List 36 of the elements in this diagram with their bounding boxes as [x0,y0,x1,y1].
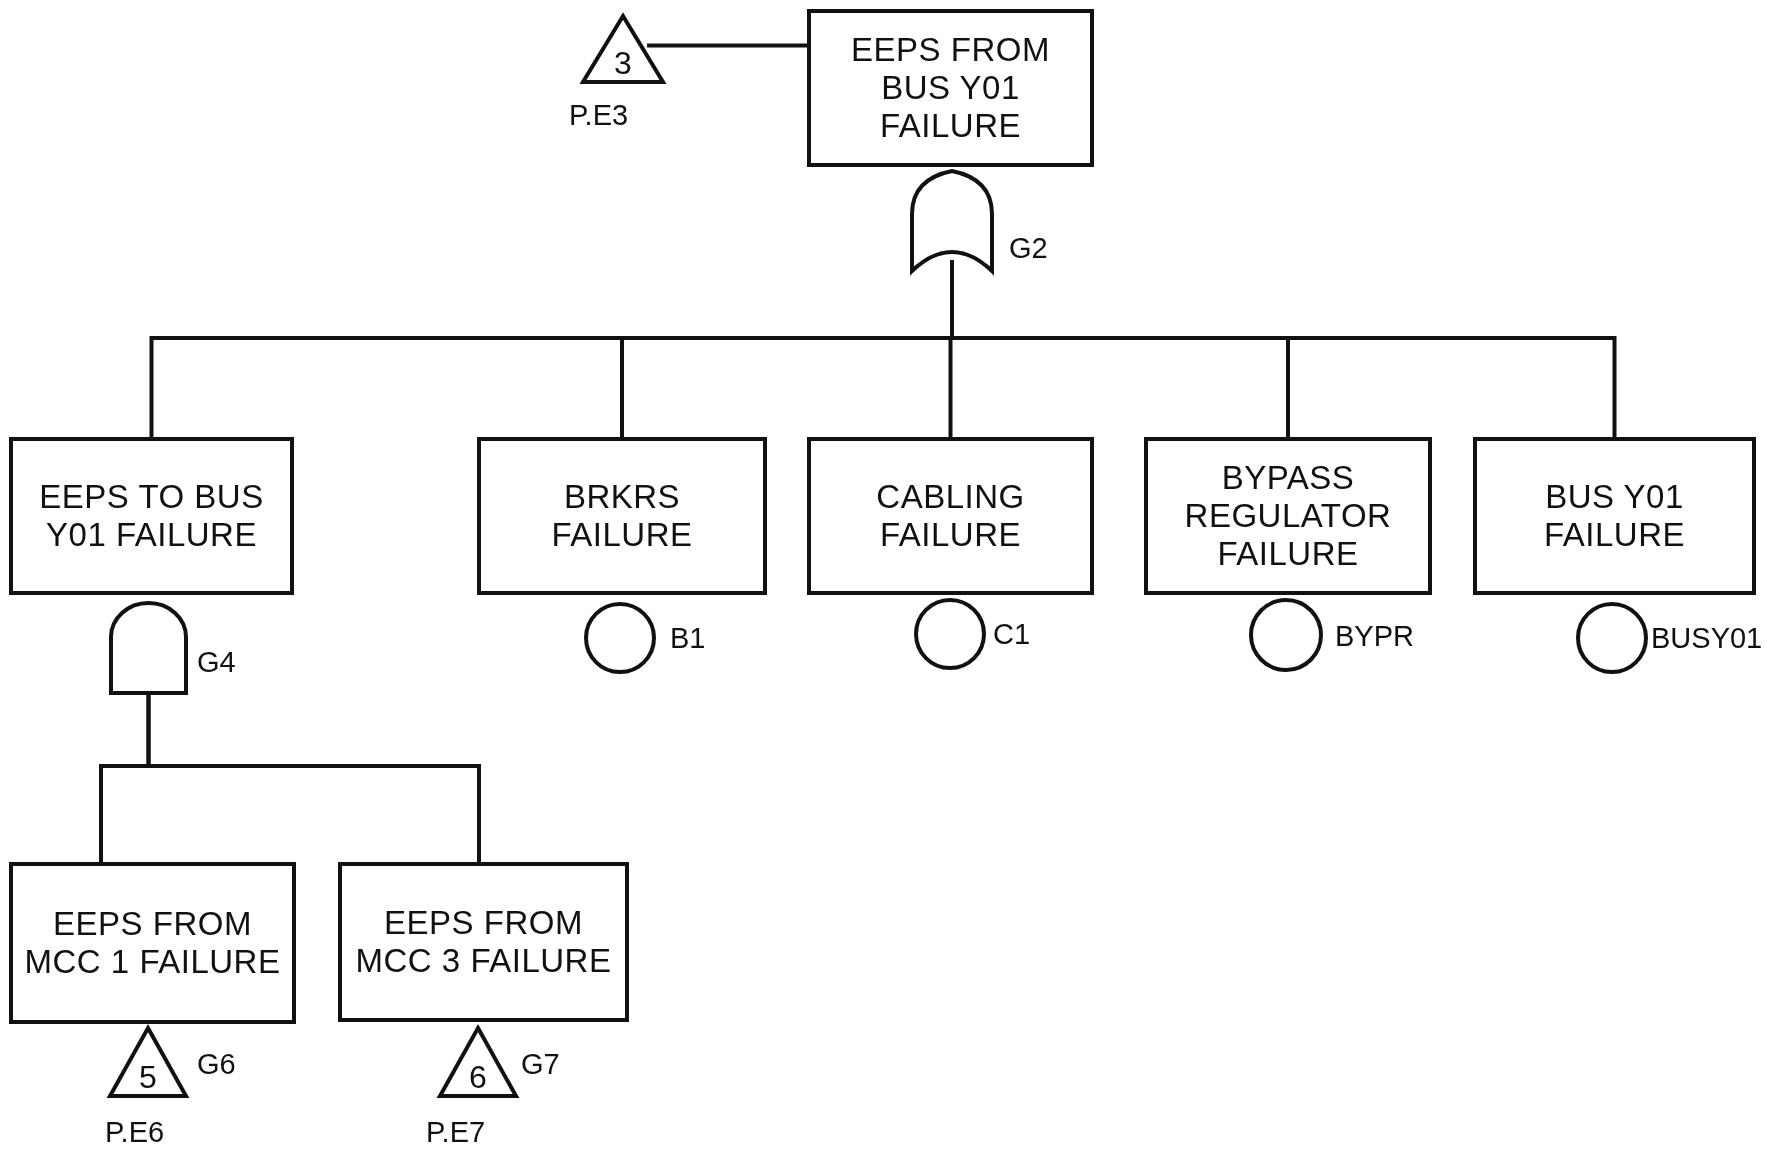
gate-id-label: P.E6 [105,1118,165,1147]
transfer-number: 6 [468,1061,488,1093]
connector-line [647,43,807,48]
event-text: EEPS TO BUS Y01 FAILURE [38,478,265,554]
gate-id-label: G2 [1009,234,1048,263]
transfer-triangle [107,1025,189,1099]
gate-id-label: C1 [993,620,1031,649]
gate-id-label: BUSY01 [1651,624,1763,653]
transfer-number: 3 [613,47,633,79]
event-box [9,437,294,595]
event-text: CABLING FAILURE [875,478,1026,554]
or-gate-symbol [910,169,994,273]
gate-id-label: P.E7 [426,1118,486,1147]
connector-line [950,260,1617,437]
gate-id-label: G7 [521,1050,560,1079]
event-box [807,437,1094,595]
transfer-triangle [437,1025,519,1099]
event-text: BYPASS REGULATOR FAILURE [1183,459,1393,573]
gate-id-label: BYPR [1335,622,1414,651]
gate-id-label: G6 [197,1050,236,1079]
event-text: BUS Y01 FAILURE [1542,478,1686,554]
gate-id-label: G4 [197,648,236,677]
event-text: EEPS FROM MCC 3 FAILURE [354,904,613,980]
event-box [807,9,1094,167]
event-text: BRKRS FAILURE [550,478,694,554]
connector-line [146,695,481,862]
and-gate-symbol [109,601,188,695]
gate-id-label: B1 [670,624,706,653]
event-text: EEPS FROM BUS Y01 FAILURE [850,31,1051,145]
transfer-number: 5 [138,1061,158,1093]
event-box [477,437,767,595]
gate-id-label: P.E3 [569,101,629,130]
event-box [1473,437,1756,595]
event-text: EEPS FROM MCC 1 FAILURE [23,905,282,981]
transfer-triangle [580,13,666,85]
event-box [1144,437,1432,595]
